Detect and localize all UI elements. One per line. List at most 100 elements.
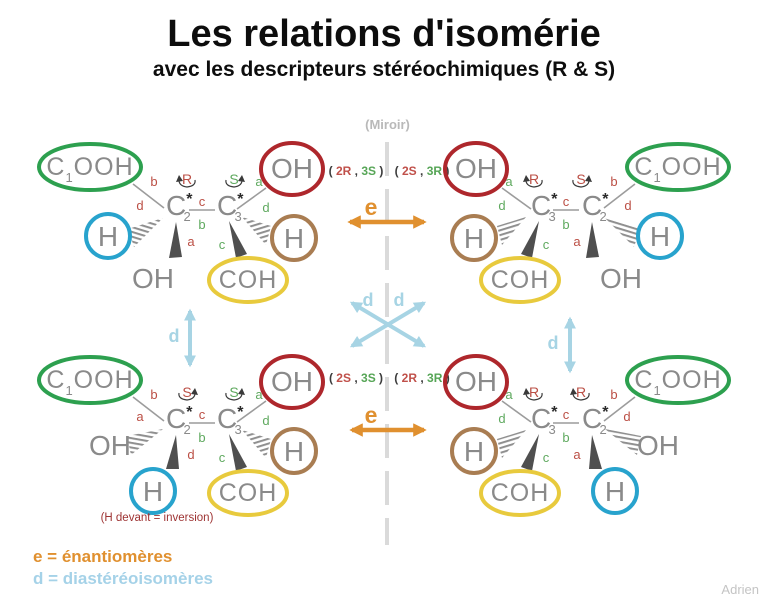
h-blue-text: H — [650, 221, 670, 252]
coh-oval — [207, 469, 289, 517]
rotation-arrow-cw — [225, 388, 245, 401]
bond-cooh — [132, 183, 165, 209]
coh-text: COH — [491, 479, 550, 507]
diastereomer-cross-arrow-2 — [349, 301, 427, 348]
h-blue-text: H — [98, 221, 118, 252]
priority-c-wedge: c — [543, 237, 550, 252]
mirror-label: (Miroir) — [365, 117, 410, 132]
hash-wedge-right — [242, 217, 271, 245]
bond-cooh — [603, 396, 636, 422]
rs-letter-c3: R — [529, 171, 539, 187]
bond-oh — [236, 400, 267, 423]
descriptor-bottom-right: ( 2R , 3R ) — [394, 371, 450, 385]
solid-wedge-c3 — [521, 434, 539, 471]
priority-a: a — [255, 387, 263, 402]
legend-diastereoisomers: d = diastéréoisomères — [33, 569, 214, 588]
d-label-left: d — [168, 326, 180, 346]
page-title: Les relations d'isomérie — [167, 13, 601, 55]
oh-plain-text: OH — [89, 430, 131, 461]
e-label-bottom: e — [364, 402, 378, 428]
coh-text: COH — [491, 266, 550, 294]
bond-oh — [501, 187, 532, 210]
rotation-arrow-cw — [178, 388, 198, 401]
bond-oh — [236, 187, 267, 210]
priority-d: d — [498, 411, 505, 426]
oh-oval-text: OH — [271, 153, 313, 184]
priority-d: d — [498, 198, 505, 213]
priority-d-wedge: d — [187, 447, 194, 462]
h-circle-brown — [270, 214, 318, 262]
cooh-oval — [625, 355, 731, 405]
inversion-note: (H devant = inversion) — [100, 512, 214, 524]
cooh-oval — [37, 355, 143, 405]
carbon-3: C*3 — [531, 190, 558, 224]
priority-b-bond: b — [198, 217, 205, 232]
cooh-oval — [625, 142, 731, 192]
hash-wedge-left — [497, 217, 526, 245]
h-circle-blue — [591, 467, 639, 515]
priority-d: d — [136, 198, 143, 213]
bond-cooh — [132, 396, 165, 422]
carbon-2: C*2 — [582, 403, 609, 437]
hash-wedge-right — [242, 430, 271, 458]
solid-wedge-c2 — [589, 435, 602, 469]
cooh-text: C1OOH — [46, 366, 133, 398]
priority-d2: d — [262, 200, 269, 215]
coh-oval — [207, 256, 289, 304]
oh-plain-text: OH — [600, 263, 642, 294]
priority-b: b — [610, 174, 617, 189]
rs-letter-c2: R — [576, 384, 586, 400]
priority-c-bond: c — [563, 194, 570, 209]
priority-b: b — [150, 174, 157, 189]
solid-wedge-c2 — [169, 222, 182, 258]
solid-wedge-c2 — [586, 222, 599, 258]
rs-letter-c3: R — [529, 384, 539, 400]
molecule-top-left: C1OOH OH H H COH OH C*2 C*3 b a d c b a … — [37, 141, 325, 304]
rs-letter-c2: S — [576, 171, 585, 187]
h-circle-blue — [636, 212, 684, 260]
cooh-text: C1OOH — [46, 153, 133, 185]
carbon-3: C*3 — [531, 403, 558, 437]
h-blue-text: H — [143, 476, 163, 507]
hash-wedge-left — [128, 218, 163, 247]
oh-oval — [259, 354, 325, 410]
priority-a-wedge: a — [187, 234, 195, 249]
molecule-bottom-right: C1OOH OH H OH H COH C*3 C*2 a b d c b c … — [443, 354, 731, 517]
oh-oval — [259, 141, 325, 197]
rotation-arrow-ccw — [176, 175, 196, 188]
solid-wedge-c2 — [166, 435, 179, 469]
oh-plain-text: OH — [132, 263, 174, 294]
e-label-top: e — [364, 194, 378, 220]
h-circle-blue — [129, 467, 177, 515]
oh-oval — [443, 354, 509, 410]
solid-wedge-c3 — [229, 434, 247, 471]
page-subtitle: avec les descripteurs stéréochimiques (R… — [152, 58, 616, 81]
rotation-arrow-cw — [572, 175, 592, 188]
d-label-cross-right: d — [393, 290, 405, 310]
rs-letter-c2: R — [182, 171, 192, 187]
h-brown-text: H — [464, 436, 484, 467]
priority-d2: d — [262, 413, 269, 428]
h-circle-brown — [270, 427, 318, 475]
descriptor-top-right: ( 2S , 3R ) — [394, 164, 450, 178]
oh-oval-text: OH — [271, 366, 313, 397]
priority-a: a — [505, 387, 513, 402]
priority-c-wedge: c — [219, 450, 226, 465]
priority-b-bond: b — [562, 430, 569, 445]
oh-oval — [443, 141, 509, 197]
bond-oh — [501, 400, 532, 423]
h-blue-text: H — [605, 476, 625, 507]
hash-wedge-right — [605, 218, 640, 247]
h-brown-text: H — [464, 223, 484, 254]
legend: e = énantiomères d = diastéréoisomères — [33, 546, 213, 590]
h-brown-text: H — [284, 223, 304, 254]
solid-wedge-c3 — [521, 221, 539, 258]
hash-wedge-left — [497, 430, 526, 458]
d-label-cross-left: d — [362, 290, 374, 310]
rs-letter-c3: S — [229, 171, 238, 187]
coh-oval — [479, 469, 561, 517]
carbon-3: C*3 — [217, 403, 244, 437]
priority-c-wedge: c — [543, 450, 550, 465]
h-brown-text: H — [284, 436, 304, 467]
